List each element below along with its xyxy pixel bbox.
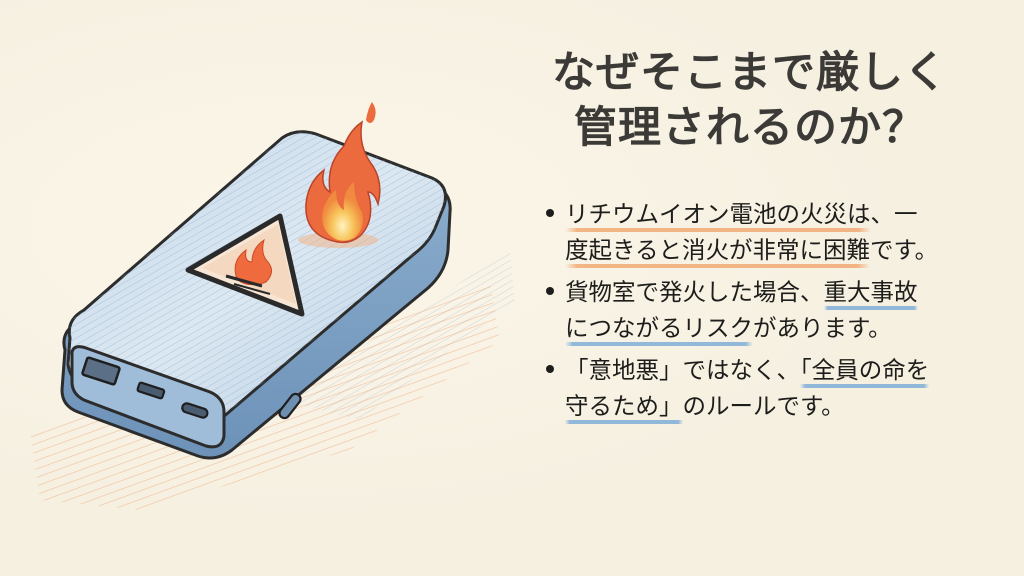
bullet-3-line-2: 守るため」のルールです。 [565, 388, 1013, 424]
bullet-2-line-2: につながるリスクがあります。 [565, 310, 1013, 346]
bullet-3-line-1: 「意地悪」ではなく、「全員の命を [565, 352, 1013, 388]
bullet-item-1: リチウムイオン電池の火災は、一 度起きると消火が非常に困難です。 [543, 196, 1013, 268]
usb-c-port-icon [181, 402, 209, 419]
bullet-list: リチウムイオン電池の火災は、一 度起きると消火が非常に困難です。 貨物室で発火し… [543, 196, 1013, 430]
title-line-2: 管理されるのか？ [574, 103, 926, 153]
micro-usb-port-icon [136, 381, 166, 400]
usb-a-port-icon [81, 356, 121, 386]
slide-title: なぜそこまで厳しく 管理されるのか？ [520, 46, 980, 156]
text-segment: のルールです。 [682, 392, 845, 420]
text-segment: があります。 [753, 314, 892, 342]
bullet-1-line-2: 度起きると消火が非常に困難です。 [565, 232, 1013, 268]
text-segment: 貨物室で発火した場合、 [565, 278, 824, 306]
bullet-dot-icon [546, 209, 554, 217]
flame-icon [298, 102, 381, 248]
text-segment: です。 [870, 236, 939, 264]
highlight-blue: につながるリスク [565, 314, 753, 346]
bullet-dot-icon [546, 287, 554, 295]
highlight-blue: 重大事故 [823, 278, 918, 310]
title-line-1: なぜそこまで厳しく [552, 48, 948, 98]
bullet-item-3: 「意地悪」ではなく、「全員の命を 守るため」のルールです。 [543, 352, 1013, 424]
text-segment: 、一 [870, 200, 918, 228]
power-button-icon [278, 392, 302, 420]
highlight-orange: リチウムイオン電池の火災は [565, 200, 871, 232]
power-bank-illustration [30, 102, 515, 510]
highlight-blue: 守るため」 [565, 392, 683, 424]
bullet-1-line-1: リチウムイオン電池の火災は、一 [565, 196, 1013, 232]
bullet-2-line-1: 貨物室で発火した場合、重大事故 [565, 274, 1013, 310]
bullet-item-2: 貨物室で発火した場合、重大事故 につながるリスクがあります。 [543, 274, 1013, 346]
bullet-dot-icon [546, 365, 554, 373]
fire-warning-triangle-icon [185, 213, 305, 317]
highlight-blue: 「全員の命を [800, 356, 930, 388]
text-segment: 「意地悪」ではなく、 [565, 356, 800, 384]
highlight-orange: 度起きると消火が非常に困難 [565, 236, 871, 268]
